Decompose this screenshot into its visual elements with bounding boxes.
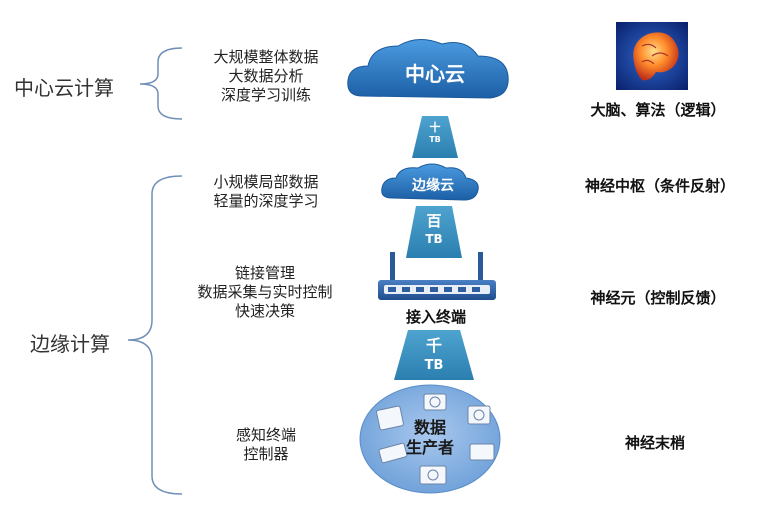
desc-line: 轻量的深度学习 <box>213 192 319 210</box>
edge-computing-label: 边缘计算 <box>30 332 110 356</box>
access-terminal-label: 接入终端 <box>405 308 466 326</box>
bandwidth-top-unit: TB <box>429 135 441 144</box>
edge-cloud-label: 边缘云 <box>412 178 454 194</box>
bandwidth-mid-trapezoid <box>406 206 462 258</box>
nerve-ending-label: 神经末梢 <box>624 434 685 452</box>
desc-line: 深度学习训练 <box>220 86 311 104</box>
center-bracket <box>139 47 183 120</box>
center-cloud-label: 中心云 <box>405 62 465 86</box>
bandwidth-top: 十 TB <box>420 122 450 146</box>
sensor-description: 感知终端 控制器 <box>206 426 326 464</box>
brain-algorithm-label: 大脑、算法（逻辑） <box>590 101 726 119</box>
device-icons <box>376 393 495 485</box>
bandwidth-bottom-qty: 千 <box>425 336 442 355</box>
neural-center-label: 神经中枢（条件反射） <box>584 177 735 195</box>
access-description: 链接管理 数据采集与实时控制 快速决策 <box>170 264 360 321</box>
edge-cloud-description: 小规模局部数据 轻量的深度学习 <box>186 173 346 211</box>
data-producer-label: 数据 生产者 <box>400 418 460 458</box>
center-cloud-computing-label: 中心云计算 <box>14 76 114 100</box>
desc-line: 数据采集与实时控制 <box>197 283 333 301</box>
bandwidth-top-trapezoid <box>412 116 458 158</box>
neuron-label: 神经元（控制反馈） <box>590 289 726 307</box>
desc-line: 感知终端 <box>235 426 296 444</box>
desc-line: 快速决策 <box>234 302 295 320</box>
bandwidth-bottom-trapezoid <box>394 330 474 380</box>
desc-line: 大规模整体数据 <box>213 48 319 66</box>
bandwidth-bottom-unit: TB <box>424 358 444 373</box>
center-cloud-icon <box>347 39 509 99</box>
bandwidth-top-qty: 十 <box>429 121 441 134</box>
desc-line: 小规模局部数据 <box>213 173 319 191</box>
bandwidth-mid-unit: TB <box>425 232 443 246</box>
edge-bracket <box>127 175 183 495</box>
center-description: 大规模整体数据 大数据分析 深度学习训练 <box>186 48 346 105</box>
brain-icon <box>616 22 688 90</box>
desc-line: 大数据分析 <box>228 67 304 85</box>
bandwidth-mid-qty: 百 <box>426 212 442 230</box>
desc-line: 控制器 <box>243 445 289 463</box>
bandwidth-mid: 百 TB <box>414 212 454 248</box>
bandwidth-bottom: 千 TB <box>414 336 454 376</box>
producer-line: 生产者 <box>405 438 454 457</box>
desc-line: 链接管理 <box>234 264 295 282</box>
router-icon <box>378 252 496 300</box>
edge-cloud-icon <box>381 163 479 201</box>
producer-line: 数据 <box>413 418 446 437</box>
